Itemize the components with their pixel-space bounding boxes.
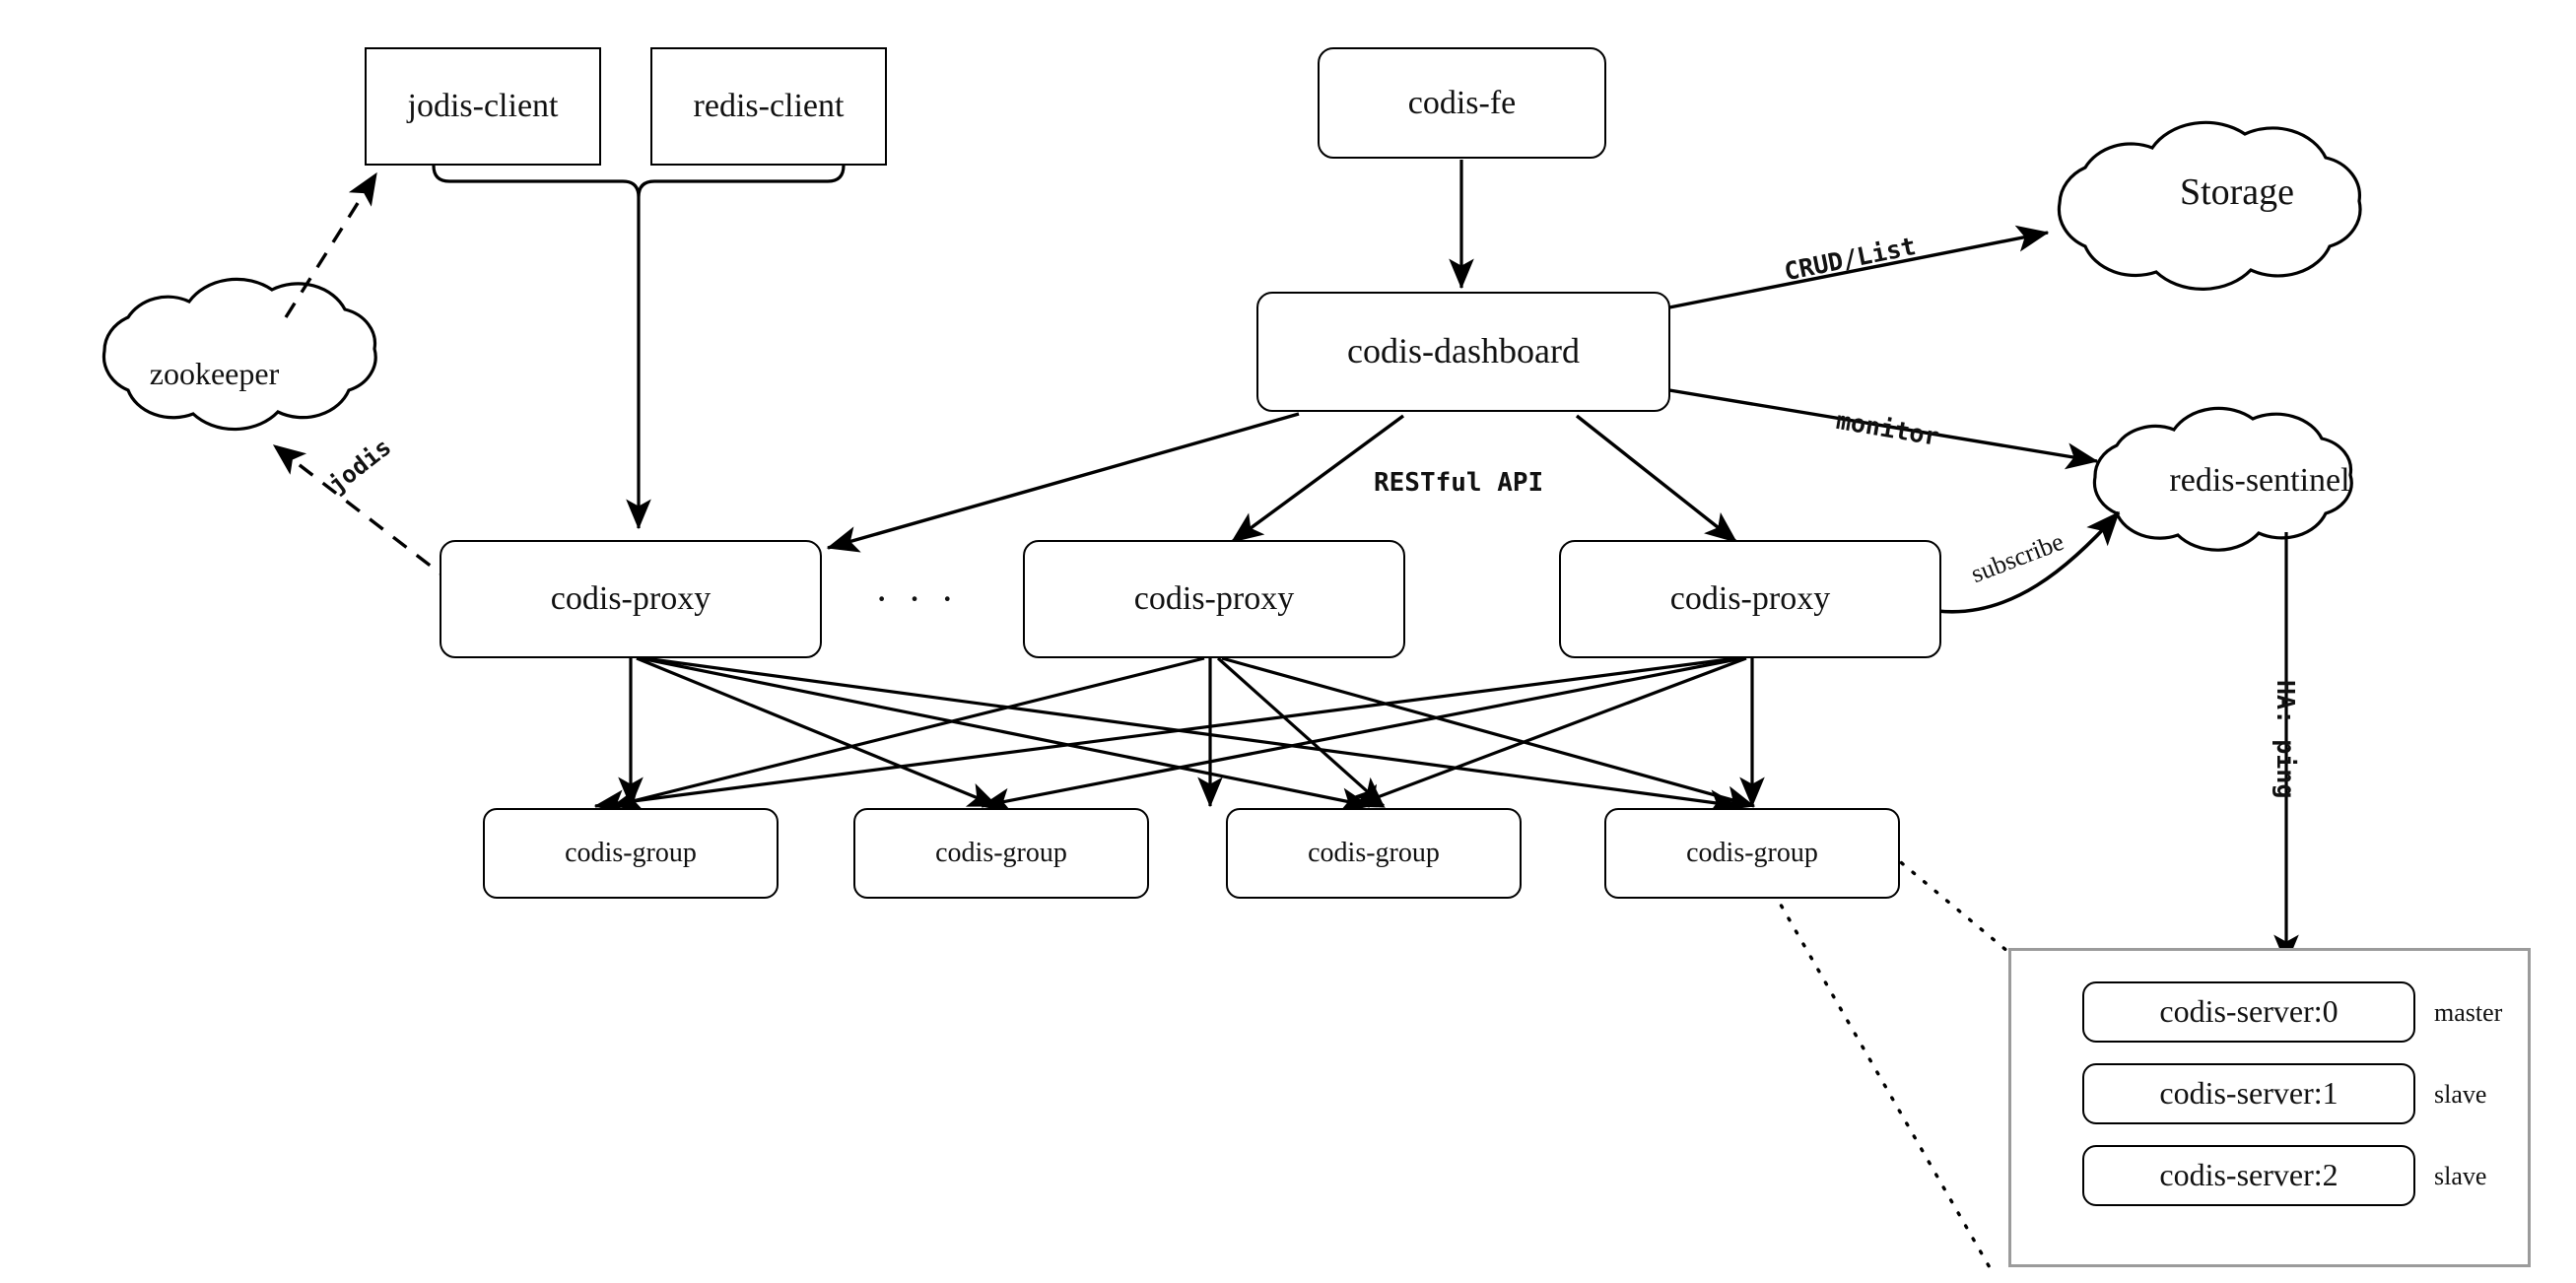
node-codis-proxy-2[interactable]: codis-proxy bbox=[1023, 540, 1405, 658]
codis-server-0-role: master bbox=[2434, 998, 2503, 1027]
codis-server-2-role: slave bbox=[2434, 1162, 2487, 1190]
codis-dashboard-label: codis-dashboard bbox=[1347, 331, 1580, 371]
zookeeper-label: zookeeper bbox=[149, 355, 280, 391]
group-to-server-frame-dotted bbox=[1772, 851, 2010, 1271]
node-redis-client[interactable]: redis-client bbox=[650, 47, 887, 166]
storage-cloud-shape bbox=[2057, 120, 2362, 291]
edge-label-crud-list: CRUD/List bbox=[1782, 231, 1919, 287]
node-codis-server-2[interactable]: codis-server:2 bbox=[2082, 1145, 2415, 1206]
redis-sentinel-label: redis-sentinel bbox=[2169, 462, 2350, 499]
edge-label-monitor: monitor bbox=[1834, 406, 1941, 451]
edge-label-subscribe: subscribe bbox=[1967, 526, 2068, 589]
edge-label-jodis: jodis bbox=[323, 433, 397, 500]
zookeeper-cloud-shape bbox=[102, 277, 377, 432]
codis-group-1-label: codis-group bbox=[565, 838, 697, 869]
edge-label-ha-ping: HA: ping bbox=[2271, 680, 2300, 799]
dashboard-to-proxy-1-arrow bbox=[826, 412, 1300, 553]
node-codis-dashboard[interactable]: codis-dashboard bbox=[1256, 292, 1670, 412]
proxy-ellipsis: · · · bbox=[875, 576, 959, 621]
client-brace bbox=[432, 165, 846, 198]
codis-proxy-1-label: codis-proxy bbox=[550, 580, 712, 618]
codis-group-4-label: codis-group bbox=[1686, 838, 1818, 869]
edge-label-restful-api: RESTful API bbox=[1374, 468, 1544, 498]
node-codis-proxy-1[interactable]: codis-proxy bbox=[440, 540, 822, 658]
storage-label: Storage bbox=[2179, 171, 2295, 213]
dashboard-to-proxy-3-arrow bbox=[1575, 414, 1738, 544]
node-codis-group-4[interactable]: codis-group bbox=[1604, 808, 1900, 899]
codis-server-1-role: slave bbox=[2434, 1080, 2487, 1109]
node-codis-group-1[interactable]: codis-group bbox=[483, 808, 779, 899]
codis-server-0-label: codis-server:0 bbox=[2159, 993, 2339, 1030]
codis-group-2-label: codis-group bbox=[935, 838, 1067, 869]
codis-group-3-label: codis-group bbox=[1308, 838, 1440, 869]
codis-proxy-2-label: codis-proxy bbox=[1133, 580, 1295, 618]
node-codis-server-0[interactable]: codis-server:0 bbox=[2082, 981, 2415, 1043]
proxy-to-group-edges bbox=[593, 656, 1765, 815]
node-codis-group-2[interactable]: codis-group bbox=[853, 808, 1149, 899]
node-codis-server-1[interactable]: codis-server:1 bbox=[2082, 1063, 2415, 1124]
codis-server-1-label: codis-server:1 bbox=[2159, 1075, 2339, 1112]
redis-client-label: redis-client bbox=[693, 88, 845, 125]
jodis-client-label: jodis-client bbox=[407, 88, 559, 125]
node-codis-fe[interactable]: codis-fe bbox=[1318, 47, 1606, 159]
node-jodis-client[interactable]: jodis-client bbox=[365, 47, 601, 166]
codis-server-2-label: codis-server:2 bbox=[2159, 1157, 2339, 1193]
redis-sentinel-cloud-shape bbox=[2092, 406, 2353, 552]
codis-fe-label: codis-fe bbox=[1407, 84, 1517, 121]
node-codis-group-3[interactable]: codis-group bbox=[1226, 808, 1522, 899]
node-codis-proxy-3[interactable]: codis-proxy bbox=[1559, 540, 1941, 658]
zookeeper-to-jodis-client-dashed bbox=[284, 171, 378, 318]
codis-proxy-3-label: codis-proxy bbox=[1669, 580, 1831, 618]
